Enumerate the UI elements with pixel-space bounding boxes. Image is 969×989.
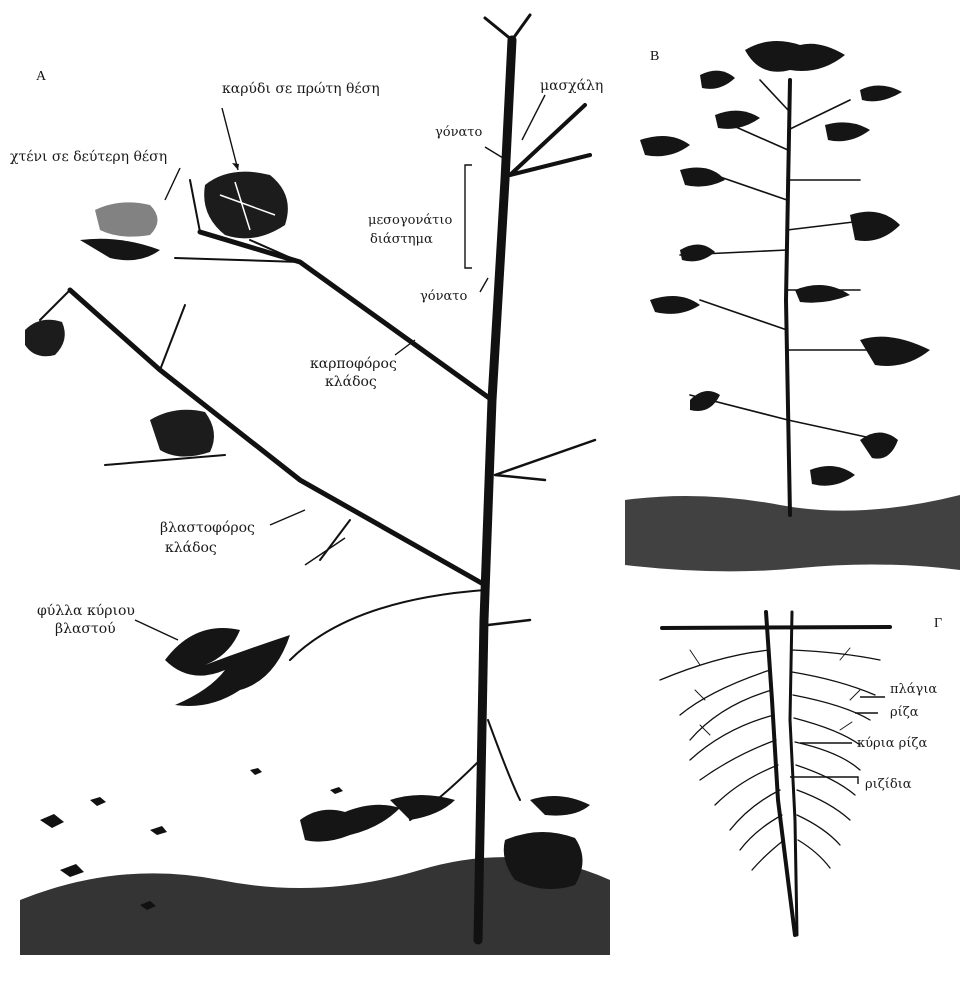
label-node-bottom: γόνατο	[420, 289, 467, 304]
boll-second-position	[80, 202, 160, 260]
label-axil: μασχάλη	[540, 78, 603, 94]
label-mainstem-leaves-line2: βλαστού	[55, 621, 116, 637]
label-lateral-root-line2: ρίζα	[890, 705, 919, 720]
label-node-top: γόνατο	[435, 125, 482, 140]
panel-b-illustration: B	[625, 41, 960, 571]
label-boll-second-position: χτένι σε δεύτερη θέση	[10, 148, 167, 165]
boll-first-position	[204, 172, 288, 239]
main-stem	[478, 40, 512, 940]
label-taproot: κύρια ρίζα	[857, 736, 927, 751]
vegetative-branch	[70, 290, 485, 585]
label-fruiting-branch-line2: κλάδος	[325, 374, 377, 390]
label-internode-line1: μεσογονάτιο	[368, 213, 452, 228]
panel-a-label: A	[36, 69, 47, 84]
mainstem-leaves	[165, 628, 590, 889]
label-vegetative-branch-line2: κλάδος	[165, 540, 217, 556]
label-fruiting-branch-line1: καρποφόρος	[310, 356, 397, 372]
label-lateral-root-line1: πλάγια	[890, 682, 937, 697]
panel-b-label: B	[650, 49, 659, 64]
label-rootlets: ριζίδια	[865, 777, 912, 792]
panel-c-illustration: Γ πλάγια ρίζα κύρια ρίζα ριζίδια	[660, 612, 942, 935]
young-plant-stem	[786, 80, 790, 515]
label-vegetative-branch-line1: βλαστοφόρος	[160, 520, 255, 536]
panel-a-illustration: A καρύδι σε πρώτη θέση χτένι σε δεύτερη …	[10, 15, 610, 955]
label-mainstem-leaves-line1: φύλλα κύριου	[37, 603, 135, 619]
label-boll-first-position: καρύδι σε πρώτη θέση	[222, 80, 380, 97]
panel-c-label: Γ	[934, 616, 942, 631]
label-internode-line2: διάστημα	[370, 232, 433, 247]
